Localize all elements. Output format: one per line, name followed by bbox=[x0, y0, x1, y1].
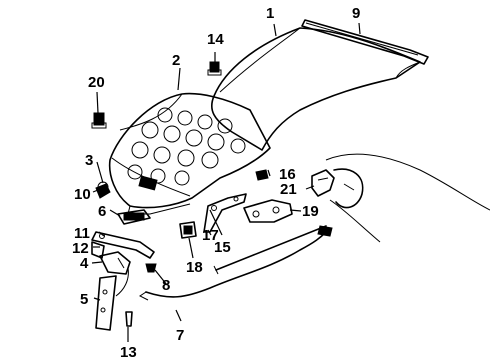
fender-outline bbox=[325, 153, 490, 243]
callout-7: 7 bbox=[176, 327, 184, 344]
callout-15: 15 bbox=[214, 239, 231, 256]
callout-labels: 1 9 2 14 20 3 10 6 11 12 4 5 13 8 7 15 1… bbox=[72, 5, 360, 360]
hinge-assembly bbox=[311, 169, 335, 197]
hood-hinge bbox=[203, 193, 247, 233]
callout-2: 2 bbox=[172, 52, 180, 69]
inner-panel-holes bbox=[127, 107, 246, 186]
leader-lines bbox=[91, 22, 361, 342]
grommet bbox=[125, 311, 133, 327]
callout-17: 17 bbox=[202, 227, 219, 244]
callout-13: 13 bbox=[120, 344, 137, 360]
callout-4: 4 bbox=[80, 255, 89, 272]
hood-bolt bbox=[207, 61, 222, 76]
callout-3: 3 bbox=[85, 152, 93, 169]
callout-8: 8 bbox=[162, 277, 170, 294]
hinge-arm bbox=[243, 199, 293, 223]
callout-21: 21 bbox=[280, 181, 297, 198]
cable-clip bbox=[145, 263, 157, 273]
hinge-bracket bbox=[179, 221, 197, 239]
callout-6: 6 bbox=[98, 203, 106, 220]
callout-1: 1 bbox=[266, 5, 274, 22]
callout-20: 20 bbox=[88, 74, 105, 91]
callout-9: 9 bbox=[352, 5, 360, 22]
callout-5: 5 bbox=[80, 291, 88, 308]
callout-14: 14 bbox=[207, 31, 224, 48]
callout-10: 10 bbox=[74, 186, 91, 203]
callout-19: 19 bbox=[302, 203, 319, 220]
hood-prop-rod bbox=[213, 225, 327, 275]
callout-12: 12 bbox=[72, 240, 89, 257]
release-handle bbox=[91, 241, 105, 259]
callout-11: 11 bbox=[74, 225, 90, 242]
latch-assembly bbox=[99, 251, 131, 297]
hood-inner-panel bbox=[108, 92, 271, 215]
hood-bumper bbox=[95, 183, 111, 199]
hood-seal-strip bbox=[301, 19, 429, 65]
latch-plate bbox=[95, 275, 117, 331]
hinge-bolt bbox=[91, 112, 107, 129]
latch-bracket bbox=[117, 209, 151, 225]
hood-panel bbox=[210, 27, 421, 151]
callout-16: 16 bbox=[279, 166, 296, 183]
callout-18: 18 bbox=[186, 259, 203, 276]
hinge-pivot-bolt bbox=[255, 169, 269, 181]
support-bar bbox=[91, 231, 155, 259]
